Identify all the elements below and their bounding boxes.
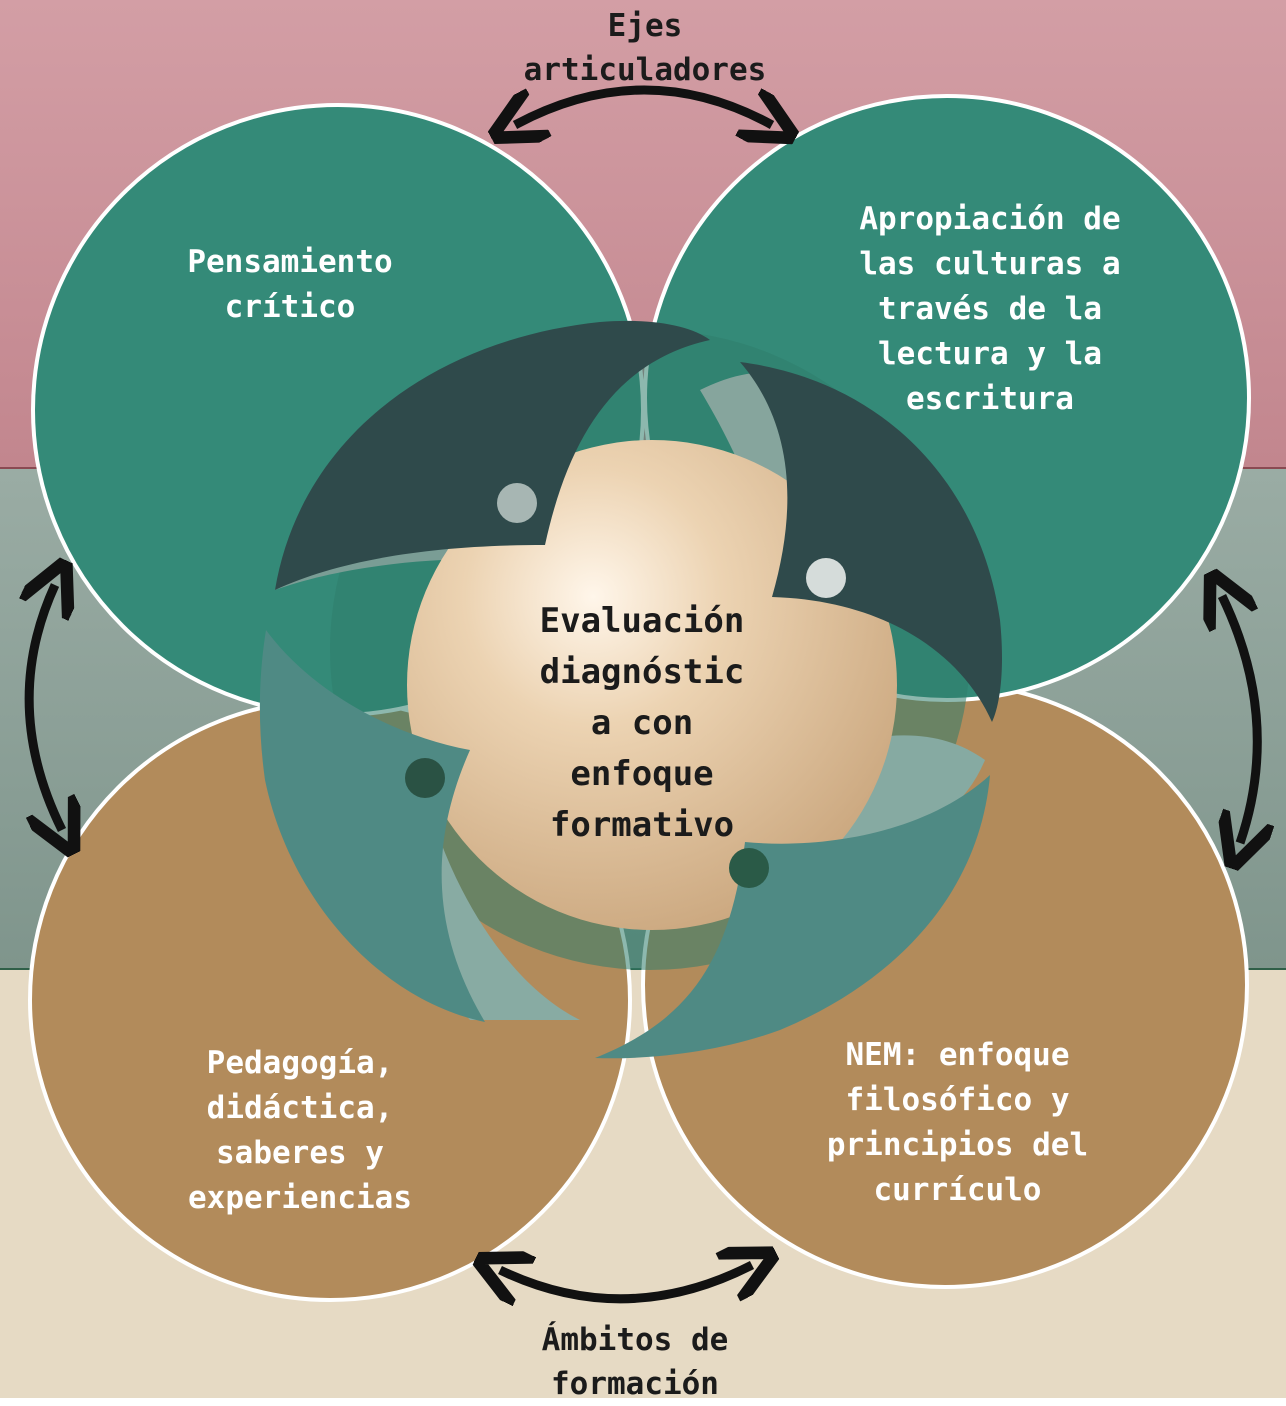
circle-label-top-left: Pensamiento crítico — [187, 244, 393, 325]
pinwheel-graphic — [259, 320, 1003, 1059]
circle-label-bottom-right: NEM: enfoque filosófico y principios del… — [826, 1037, 1089, 1208]
center-sphere — [407, 440, 897, 930]
top-axis-label: Ejes articuladores — [523, 8, 767, 88]
double-arrow-icon — [515, 85, 772, 125]
double-arrow-icon — [29, 585, 62, 830]
center-label: Evaluación diagnóstic a con enfoque form… — [539, 601, 745, 845]
circle-label-top-right: Apropiación de las culturas a través de … — [859, 201, 1121, 417]
double-arrow-icon — [500, 1265, 752, 1299]
bottom-axis-label: Ámbitos de formación — [541, 1322, 729, 1402]
circle-label-bottom-left: Pedagogía, didáctica, saberes y experien… — [188, 1045, 412, 1216]
double-arrow-icon — [1222, 596, 1257, 843]
